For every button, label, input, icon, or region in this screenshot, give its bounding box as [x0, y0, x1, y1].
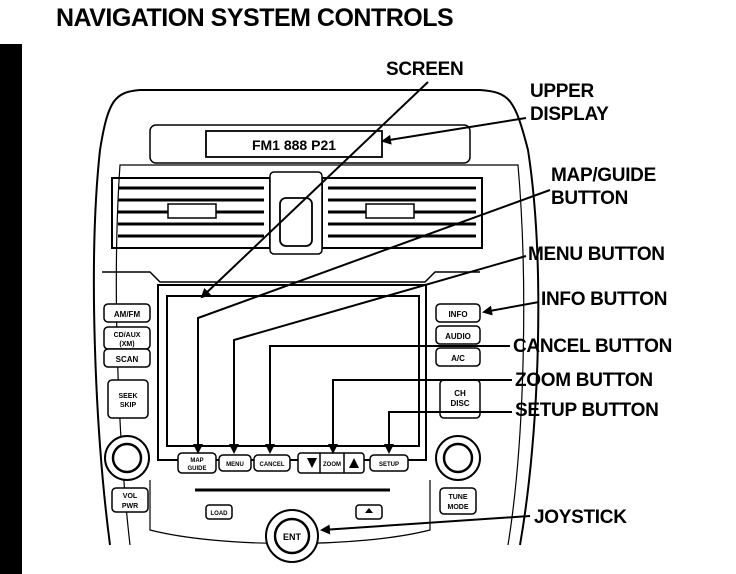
- left-button-column: AM/FM CD/AUX (XM) SCAN SEEK SKIP: [103, 303, 151, 419]
- setup-button-callout: SETUP BUTTON: [515, 400, 659, 421]
- upper-display-text: FM1 888 P21: [252, 137, 336, 153]
- zoom-out-arrow[interactable]: [307, 458, 317, 468]
- side-bar: [0, 44, 22, 574]
- scan-label: SCAN: [116, 355, 139, 364]
- nav-screen: [166, 295, 420, 447]
- cancel-label: CANCEL: [260, 462, 285, 468]
- volume-knob[interactable]: [104, 435, 150, 481]
- mode-label: MODE: [448, 504, 469, 511]
- vent-tab-left: [167, 203, 217, 219]
- load-label: LOAD: [211, 511, 229, 517]
- load-button[interactable]: [205, 504, 233, 520]
- tune-mode-button[interactable]: [439, 487, 477, 515]
- cancel-button-callout: CANCEL BUTTON: [513, 336, 673, 357]
- info-button-callout: INFO BUTTON: [541, 289, 668, 310]
- info-label: INFO: [448, 310, 467, 319]
- ac-label: A/C: [451, 354, 465, 363]
- upper-display-leader: [381, 117, 527, 145]
- setup-leader: [384, 411, 512, 454]
- menu-label: MENU: [226, 462, 244, 468]
- zoom-in-arrow[interactable]: [349, 458, 359, 468]
- screen-leader: [200, 81, 429, 299]
- vol-label: VOL: [123, 493, 138, 500]
- zoom-label: ZOOM: [323, 462, 341, 468]
- ac-button[interactable]: [435, 347, 481, 367]
- screen-callout: SCREEN: [386, 59, 464, 80]
- vent-tab-right: [365, 203, 415, 219]
- dashboard-outline: [92, 89, 540, 546]
- nav-screen-bezel: [157, 284, 427, 461]
- joystick-leader: [320, 515, 531, 535]
- upper-display-housing: [149, 124, 471, 164]
- audio-button[interactable]: [435, 325, 481, 345]
- am-fm-label: AM/FM: [114, 310, 141, 319]
- joystick-inner: [273, 517, 311, 555]
- ch-label: CH: [454, 389, 466, 398]
- center-panel-outline: [102, 271, 480, 283]
- map-label: MAP: [190, 458, 203, 464]
- xm-label: (XM): [119, 341, 134, 348]
- setup-button[interactable]: [369, 454, 409, 472]
- map-guide-callout-line2: BUTTON: [551, 188, 629, 209]
- tune-knob[interactable]: [435, 435, 481, 481]
- am-fm-button[interactable]: [103, 303, 151, 323]
- joystick-callout: JOYSTICK: [534, 507, 627, 528]
- zoom-leader: [328, 379, 512, 454]
- map-guide-leader: [193, 189, 551, 454]
- right-button-column: INFO AUDIO A/C CH DISC: [435, 303, 481, 419]
- guide-label: GUIDE: [187, 466, 206, 472]
- volume-knob-inner: [111, 442, 143, 474]
- info-leader: [482, 301, 540, 316]
- page-title: NAVIGATION SYSTEM CONTROLS: [56, 4, 454, 32]
- map-guide-callout-line1: MAP/GUIDE: [551, 165, 656, 186]
- tune-knob-inner: [442, 442, 474, 474]
- seek-skip-button[interactable]: [107, 379, 149, 419]
- leader-lines: [193, 81, 551, 535]
- zoom-button-callout: ZOOM BUTTON: [515, 370, 653, 391]
- menu-button[interactable]: [218, 454, 252, 472]
- audio-label: AUDIO: [445, 332, 471, 341]
- dashboard-inner-outline: [115, 164, 525, 546]
- scan-button[interactable]: [103, 348, 151, 368]
- cancel-button[interactable]: [253, 454, 291, 472]
- hazard-button[interactable]: [279, 197, 313, 247]
- menu-button-callout: MENU BUTTON: [528, 244, 665, 265]
- cd-aux-label: CD/AUX: [114, 332, 141, 339]
- disc-label: DISC: [450, 399, 469, 408]
- upper-display-callout-line2: DISPLAY: [530, 104, 609, 125]
- pwr-label: PWR: [122, 503, 138, 510]
- menu-leader: [229, 255, 527, 454]
- cancel-leader: [265, 345, 510, 454]
- ent-label: ENT: [283, 532, 302, 542]
- info-button[interactable]: [435, 303, 481, 323]
- eject-icon: [365, 508, 373, 513]
- tune-label: TUNE: [448, 494, 467, 501]
- setup-label: SETUP: [379, 462, 399, 468]
- seek-label: SEEK: [118, 393, 137, 400]
- vol-pwr-button[interactable]: [111, 487, 149, 513]
- upper-display-callout-line1: UPPER: [530, 81, 594, 102]
- skip-label: SKIP: [120, 402, 137, 409]
